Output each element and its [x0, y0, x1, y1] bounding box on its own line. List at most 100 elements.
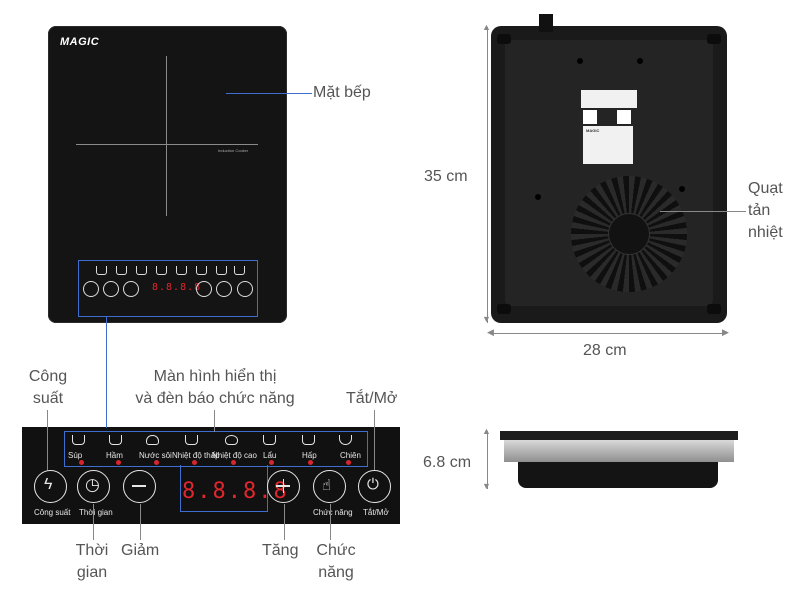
cooktop-top-view: MAGIC Induction Cooker 8.8.8.8 — [48, 26, 287, 323]
indicator-led — [192, 460, 197, 465]
mini-soup-icon — [96, 266, 107, 275]
cong-suat-line2: suất — [32, 390, 64, 407]
tang-leader-line — [284, 504, 285, 540]
detail-leader-line — [106, 316, 107, 428]
mini-hotpot-icon — [196, 266, 207, 275]
decrease-button[interactable] — [123, 470, 156, 503]
control-panel-detail: Súp Hầm Nước sôi Nhiệt độ thấp Nhiệt độ … — [22, 427, 400, 524]
function-label-high-temp: Nhiệt độ cao — [212, 451, 257, 460]
cong-suat-line1: Công — [28, 368, 68, 385]
width-arrow-left-icon: ◀ — [487, 327, 494, 337]
low-temp-icon — [185, 435, 198, 445]
cooking-zone-vertical-line — [166, 56, 167, 216]
function-label-boil: Nước sôi — [139, 451, 172, 460]
indicator-led — [308, 460, 313, 465]
screw-hole — [577, 58, 583, 64]
height-arrow-bottom-icon: ▼ — [482, 314, 491, 324]
height-dimension-line — [487, 27, 488, 323]
clock-icon: ◷ — [85, 475, 100, 494]
height-value: 35 cm — [424, 168, 468, 185]
quat-label-line1: Quạt — [748, 180, 783, 197]
rubber-foot — [707, 304, 721, 314]
side-metal-body — [504, 440, 734, 462]
rubber-foot — [497, 304, 511, 314]
man-hinh-callout: Màn hình hiển thị và đèn báo chức năng — [120, 366, 310, 410]
thoi-gian-line2: gian — [76, 564, 108, 581]
cooktop-bottom-view: MAGIC — [491, 14, 727, 323]
mini-high-temp-icon — [176, 266, 187, 275]
left-check-sticker — [583, 110, 597, 124]
cooktop-side-view — [500, 431, 738, 488]
giam-callout: Giảm — [121, 542, 160, 559]
mini-control-panel: 8.8.8.8 — [78, 260, 258, 317]
minus-icon — [132, 485, 146, 487]
giam-leader-line — [140, 504, 141, 540]
mini-timer-button — [103, 281, 119, 297]
power-icon: ⏻ — [367, 476, 379, 493]
spec-label-brand: MAGIC — [586, 128, 600, 133]
cong-suat-leader-line — [47, 410, 48, 470]
rubber-foot — [497, 34, 511, 44]
function-indicator-box — [64, 431, 368, 467]
surface-text: Induction Cooker — [218, 148, 249, 153]
tat-mo-leader-line — [374, 410, 375, 470]
chuc-nang-callout: Chức năng — [313, 540, 359, 584]
on-off-button[interactable]: ⏻ — [358, 470, 391, 503]
indicator-led — [346, 460, 351, 465]
height-arrow-top-icon: ▲ — [482, 22, 491, 32]
on-off-label: Tắt/Mở — [363, 508, 389, 517]
function-label-soup: Súp — [68, 451, 83, 460]
function-label-fry: Chiên — [340, 451, 361, 460]
power-cord-stub — [539, 14, 553, 32]
thoi-gian-line1: Thời — [75, 542, 109, 559]
screw-hole — [679, 186, 685, 192]
function-label-hotpot: Lẩu — [263, 451, 277, 460]
screw-hole — [535, 194, 541, 200]
mini-plus-button — [196, 281, 212, 297]
indicator-led — [154, 460, 159, 465]
side-base — [518, 462, 718, 488]
steam-icon — [302, 435, 315, 445]
mini-steam-icon — [216, 266, 227, 275]
quat-tan-nhiet-label: Quạt tản nhiệt — [748, 178, 783, 244]
thoi-gian-leader-line — [93, 504, 94, 540]
tang-callout: Tăng — [262, 542, 299, 559]
timer-label: Thời gian — [79, 508, 113, 517]
function-label-low-temp: Nhiệt độ thấp — [172, 451, 220, 460]
increase-button[interactable] — [267, 470, 300, 503]
man-hinh-line2: và đèn báo chức năng — [135, 390, 295, 407]
thoi-gian-callout: Thời gian — [70, 540, 114, 584]
screw-hole — [637, 58, 643, 64]
cong-suat-callout: Công suất — [25, 366, 71, 410]
function-label-steam: Hấp — [302, 451, 317, 460]
function-label-stew: Hầm — [106, 451, 123, 460]
mat-bep-leader-line — [226, 93, 312, 94]
kettle-icon — [146, 435, 159, 445]
cooking-zone-horizontal-line — [76, 144, 258, 145]
top-sticker — [581, 90, 637, 108]
width-arrow-right-icon: ▶ — [722, 327, 729, 337]
depth-arrow-bottom-icon: ▼ — [482, 481, 491, 491]
right-check-sticker — [617, 110, 631, 124]
quat-label-line3: nhiệt — [748, 224, 783, 241]
chuc-nang-line2: năng — [318, 564, 354, 581]
mini-stew-icon — [116, 266, 127, 275]
soup-icon — [72, 435, 85, 445]
mini-power-button — [83, 281, 99, 297]
indicator-led — [231, 460, 236, 465]
rubber-foot — [707, 34, 721, 44]
mini-minus-button — [123, 281, 139, 297]
timer-button[interactable]: ◷ — [77, 470, 110, 503]
hand-icon: ☝ — [322, 477, 332, 494]
mini-fry-icon — [234, 266, 245, 275]
mini-onoff-button — [237, 281, 253, 297]
power-level-button[interactable]: ϟ — [34, 470, 67, 503]
indicator-led — [116, 460, 121, 465]
mat-bep-label: Mặt bếp — [313, 84, 371, 101]
side-glass-top — [500, 431, 738, 440]
power-level-label: Công suất — [34, 508, 71, 517]
plus-icon-vertical — [282, 479, 284, 493]
function-button[interactable]: ☝ — [313, 470, 346, 503]
chuc-nang-leader-line — [330, 504, 331, 540]
hotpot-icon — [263, 435, 276, 445]
